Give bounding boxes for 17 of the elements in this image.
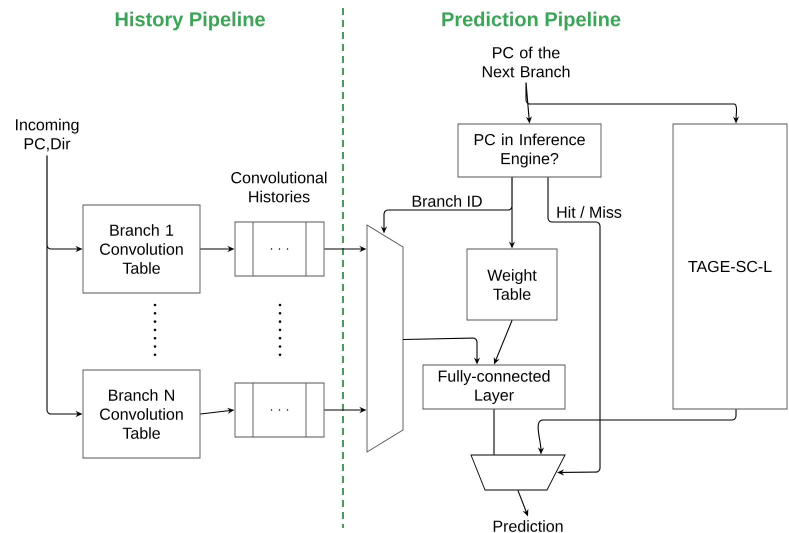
input-label: PC of the Next Branch xyxy=(482,46,570,78)
arrow xyxy=(547,177,601,476)
predictor-box: TAGE-SC-L xyxy=(672,124,788,410)
section-title: History Pipeline xyxy=(116,12,265,30)
edge-label: Hit / Miss xyxy=(555,205,623,219)
output-label: Prediction xyxy=(494,520,563,532)
decision-box: PC in Inference Engine? xyxy=(458,124,602,178)
table-box: Weight Table xyxy=(466,248,558,320)
section-title: Prediction Pipeline xyxy=(442,12,620,30)
history-register xyxy=(234,222,324,276)
edge-label: Branch ID xyxy=(410,194,484,208)
layer-box: Fully-connected Layer xyxy=(422,364,566,410)
heading-text: Convolutional Histories xyxy=(231,172,326,202)
process-box: Branch N Convolution Table xyxy=(82,370,200,458)
input-label: Incoming PC,Dir xyxy=(16,118,78,152)
history-register xyxy=(234,382,324,438)
process-box: Branch 1 Convolution Table xyxy=(82,204,200,294)
